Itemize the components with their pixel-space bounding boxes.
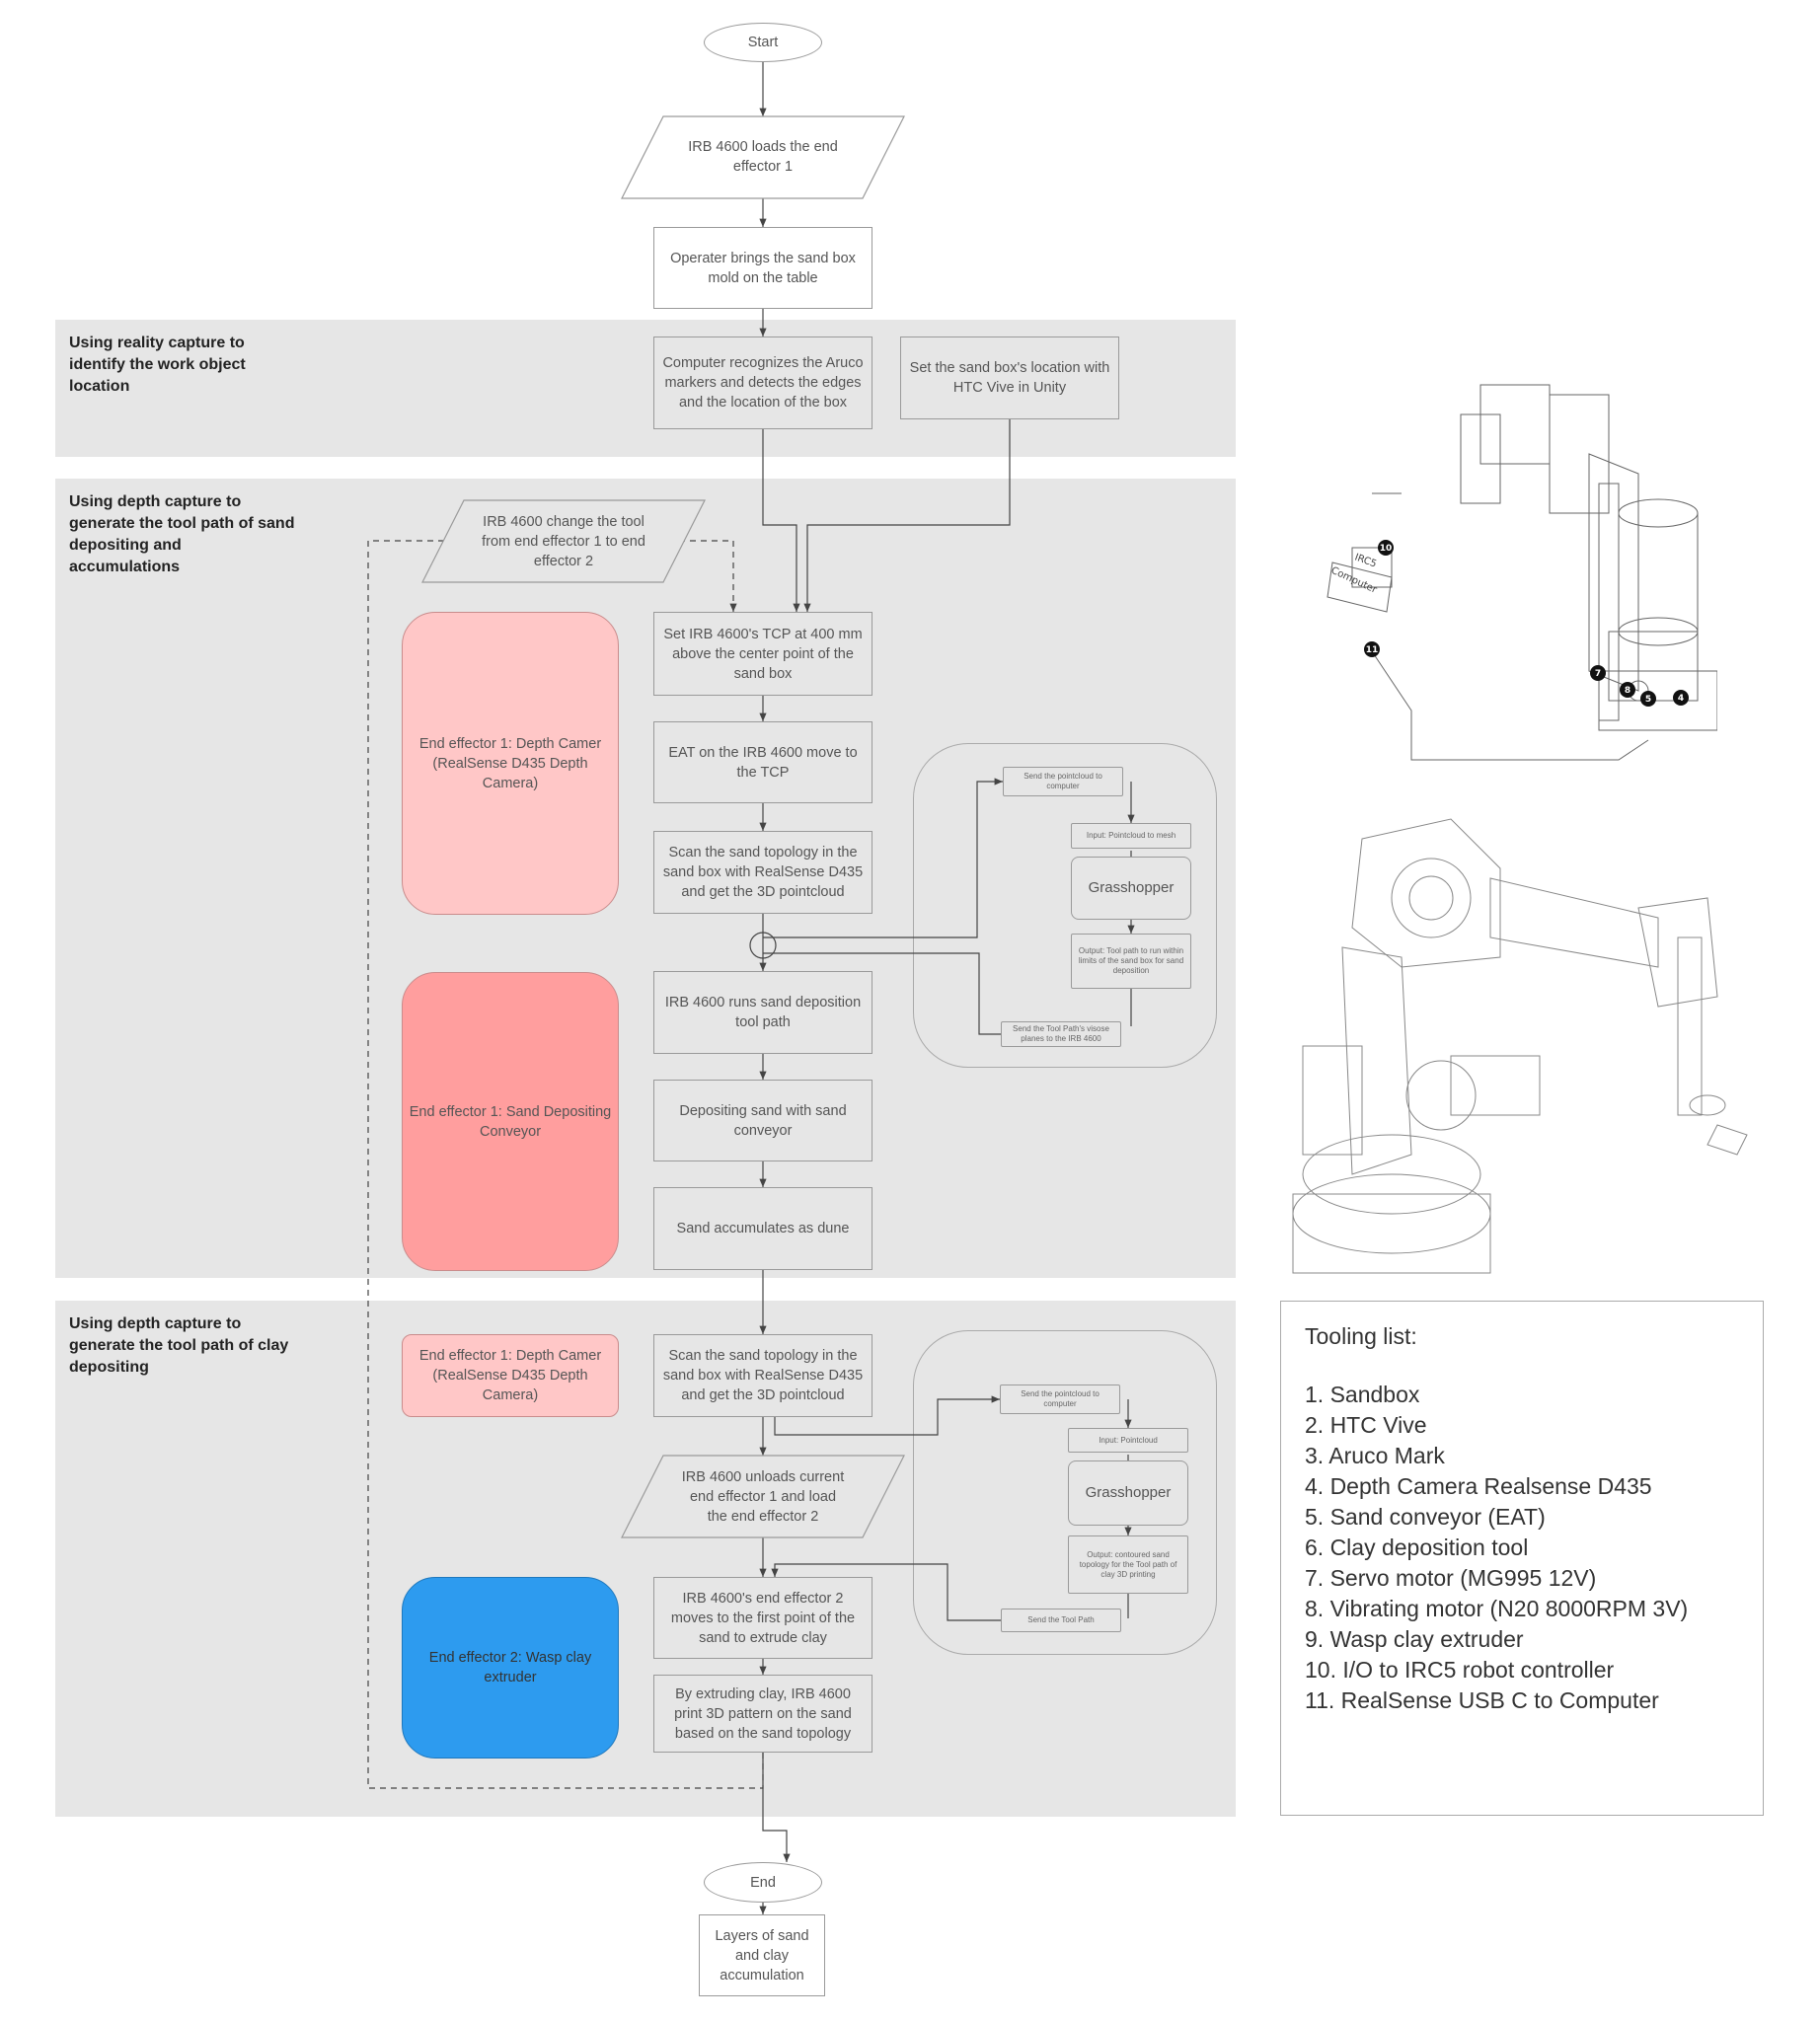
section-band-clay-depositing [55,1301,1236,1817]
scan-sand-node: Scan the sand topology in the sand box w… [653,831,872,914]
callout-5: 5 [1645,695,1651,705]
scan-sand-2-node: Scan the sand topology in the sand box w… [653,1334,872,1417]
tooling-item: 4. Depth Camera Realsense D435 [1305,1473,1652,1499]
tooling-item: 9. Wasp clay extruder [1305,1626,1524,1652]
section-title-clay-depositing: Using depth capture to generate the tool… [69,1315,289,1376]
sand-accumulates-node: Sand accumulates as dune [653,1187,872,1270]
callout-8: 8 [1625,686,1630,696]
callout-10: 10 [1380,544,1393,554]
send-toolpath-step-2: Send the Tool Path [1001,1609,1121,1632]
parallelogram-load-ee1 [621,115,905,199]
tooling-list: Tooling list: 1. Sandbox 2. HTC Vive 3. … [1280,1301,1764,1816]
input-step: Input: Pointcloud to mesh [1071,823,1191,849]
section-band-sand-depositing [55,479,1236,1278]
send-pointcloud-step: Send the pointcloud to computer [1003,767,1123,796]
run-sand-toolpath-node: IRB 4600 runs sand deposition tool path [653,971,872,1054]
grasshopper-node-2: Grasshopper [1068,1460,1188,1526]
ee2-moves-node: IRB 4600's end effector 2 moves to the f… [653,1577,872,1659]
send-toolpath-step: Send the Tool Path's visose planes to th… [1001,1021,1121,1047]
htc-vive-location-node: Set the sand box's location with HTC Viv… [900,337,1119,419]
end-effector-assembly-illustration: IRC5 Computer 10 11 7 8 5 4 [1327,384,1717,761]
section-title-sand-depositing: Using depth capture to generate the tool… [69,493,295,575]
tooling-item: 5. Sand conveyor (EAT) [1305,1504,1546,1530]
tooling-item: 10. I/O to IRC5 robot controller [1305,1657,1615,1683]
send-pointcloud-step-2: Send the pointcloud to computer [1000,1385,1120,1414]
end-effector-2-extruder: End effector 2: Wasp clay extruder [402,1577,619,1759]
eat-move-node: EAT on the IRB 4600 move to the TCP [653,721,872,803]
unload-end-effector-node: IRB 4600 unloads current end effector 1 … [681,1469,845,1525]
end-effector-1-camera-b: End effector 1: Depth Camer (RealSense D… [402,1334,619,1417]
parallelogram-change-tool [421,499,706,583]
callout-4: 4 [1678,694,1684,704]
end-effector-1-conveyor: End effector 1: Sand Depositing Conveyor [402,972,619,1271]
tooling-list-title: Tooling list: [1305,1323,1417,1349]
tooling-item: 2. HTC Vive [1305,1412,1427,1438]
callout-11: 11 [1366,645,1379,655]
change-tool-node: IRB 4600 change the tool from end effect… [482,514,645,569]
output-step: Output: Tool path to run within limits o… [1071,934,1191,989]
grasshopper-node: Grasshopper [1071,857,1191,920]
tooling-item: 3. Aruco Mark [1305,1443,1445,1468]
grasshopper-panel-sand [913,743,1217,1068]
section-band-reality-capture [55,320,1236,457]
computer-label: Computer [1329,565,1380,596]
section-title-reality-capture: Using reality capture to identify the wo… [69,335,246,395]
grasshopper-panel-clay [913,1330,1217,1655]
tooling-item: 8. Vibrating motor (N20 8000RPM 3V) [1305,1596,1689,1621]
tooling-item: 11. RealSense USB C to Computer [1305,1687,1659,1713]
layers-accumulation-node: Layers of sand and clay accumulation [699,1914,825,1996]
irc5-label: IRC5 [1353,552,1378,569]
input-step-2: Input: Pointcloud [1068,1428,1188,1453]
recognize-markers-node: Computer recognizes the Aruco markers an… [653,337,872,429]
tooling-item: 7. Servo motor (MG995 12V) [1305,1565,1597,1591]
end-terminal: End [704,1862,822,1903]
load-end-effector-1-node: IRB 4600 loads the end effector 1 [688,139,838,175]
output-step-2: Output: contoured sand topology for the … [1068,1535,1188,1594]
tooling-item: 1. Sandbox [1305,1382,1420,1407]
callout-7: 7 [1595,669,1601,679]
set-tcp-node: Set IRB 4600's TCP at 400 mm above the c… [653,612,872,696]
start-terminal: Start [704,23,822,62]
depositing-sand-node: Depositing sand with sand conveyor [653,1080,872,1161]
bring-sandbox-node: Operater brings the sand box mold on the… [653,227,872,309]
extruding-clay-node: By extruding clay, IRB 4600 print 3D pat… [653,1675,872,1753]
end-effector-1-camera: End effector 1: Depth Camer (RealSense D… [402,612,619,915]
tooling-item: 6. Clay deposition tool [1305,1534,1529,1560]
parallelogram-unload [621,1455,905,1538]
irb4600-robot-illustration [1292,818,1748,1274]
